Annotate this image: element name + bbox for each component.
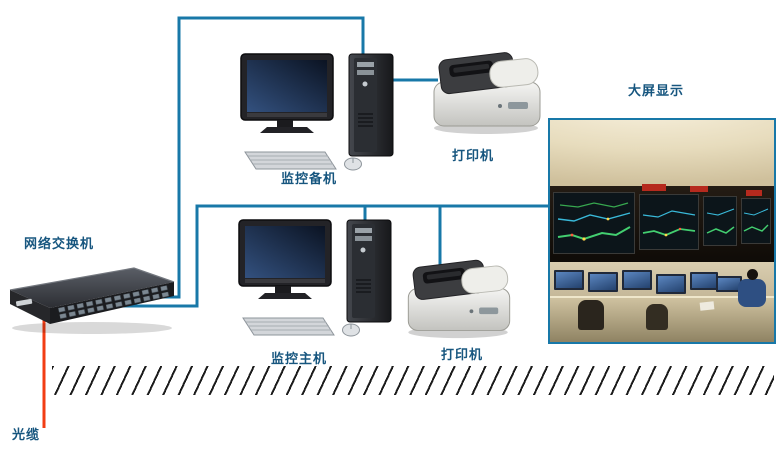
switch-logo-plate	[15, 298, 33, 307]
printer-hood	[461, 265, 509, 294]
backup-host-device	[237, 52, 402, 174]
console-monitor	[588, 272, 618, 292]
wall-banner	[642, 184, 666, 191]
label-printer-bottom: 打印机	[441, 347, 484, 362]
network-switch-device	[6, 262, 178, 336]
operator-body	[738, 279, 766, 307]
big-screen-panel	[703, 196, 737, 246]
printer-top-device	[428, 44, 546, 136]
big-screen-panel	[553, 192, 635, 254]
mouse	[342, 323, 360, 337]
printer-controls	[469, 307, 499, 315]
printer-hood	[489, 58, 539, 88]
switch-ports	[58, 285, 170, 320]
console-monitor	[622, 270, 652, 290]
ground-hatch	[52, 366, 774, 395]
label-backup-host: 监控备机	[281, 171, 338, 186]
photo-ceiling	[550, 120, 774, 192]
printer-bottom-device	[400, 252, 518, 340]
desk-paper	[699, 301, 715, 311]
operator-silhouette	[578, 300, 604, 330]
monitor	[240, 53, 334, 133]
metro-map-graphic	[743, 208, 769, 232]
keyboard	[244, 151, 337, 170]
console-monitor	[656, 274, 686, 294]
tower	[346, 219, 392, 323]
label-big-screen: 大屏显示	[628, 83, 685, 98]
label-optical-cable: 光缆	[12, 427, 41, 442]
operator-silhouette	[646, 304, 668, 330]
metro-map-graphic	[642, 210, 696, 237]
wall-banner	[746, 190, 762, 196]
mouse	[344, 157, 362, 171]
main-host-device	[235, 218, 400, 340]
printer-controls	[498, 102, 528, 109]
label-printer-top: 打印机	[452, 148, 495, 163]
control-room-photo	[548, 118, 776, 344]
metro-map-graphic	[557, 202, 631, 241]
big-screen-panel	[639, 194, 699, 250]
metro-map-graphic	[706, 208, 735, 234]
big-screen-panel	[741, 198, 771, 244]
console-monitor	[690, 272, 718, 290]
wall-banner	[690, 186, 708, 192]
label-network-switch: 网络交换机	[24, 236, 95, 251]
label-main-host: 监控主机	[271, 351, 328, 366]
monitor	[238, 219, 332, 299]
tower	[348, 53, 394, 157]
operator-head	[747, 269, 758, 280]
console-monitor	[554, 270, 584, 290]
keyboard	[242, 317, 335, 336]
